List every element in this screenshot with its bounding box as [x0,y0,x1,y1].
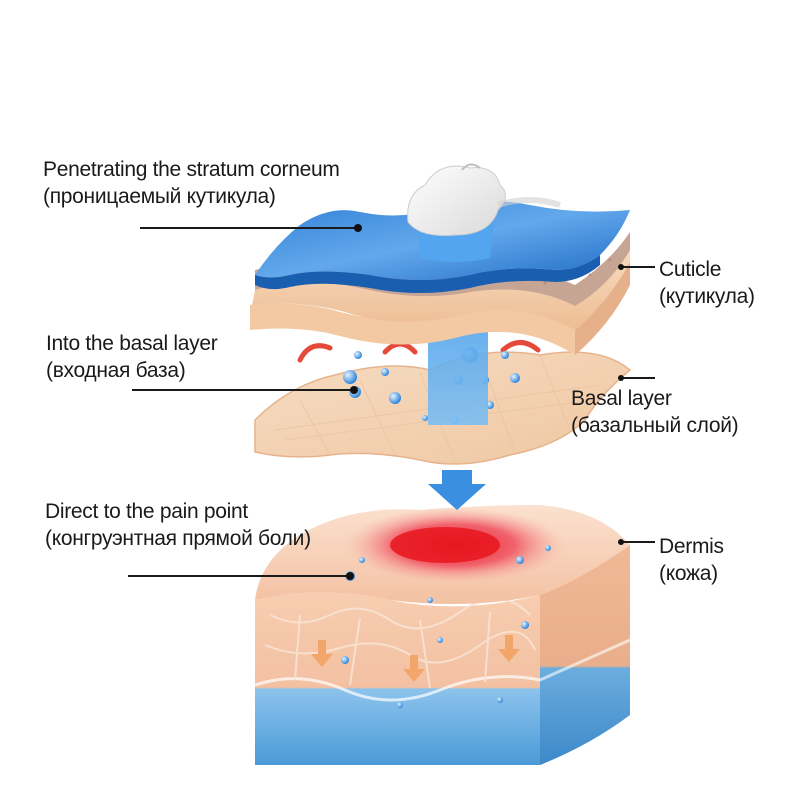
label-basal-layer: Basal layer (базальный слой) [571,385,739,439]
label-cuticle-en: Cuticle [659,258,722,281]
label-stratum-corneum: Penetrating the stratum corneum (проница… [43,156,340,210]
label-pain-en: Direct to the pain point [45,500,248,523]
label-stratum-en: Penetrating the stratum corneum [43,158,340,181]
label-into-basal-ru: (входная база) [46,359,186,382]
label-cuticle-ru: (кутикула) [659,285,755,308]
label-into-basal-en: Into the basal layer [46,332,218,355]
down-arrow-icon [428,470,486,510]
label-dermis-ru: (кожа) [659,562,718,585]
cream-drop [407,163,561,236]
label-basal-ru: (базальный слой) [571,414,739,437]
label-stratum-ru: (проницаемый кутикула) [43,185,276,208]
label-pain-ru: (конгруэнтная прямой боли) [45,527,311,550]
dermis-block [254,505,631,765]
cuticle-stack [250,201,630,355]
label-basal-en: Basal layer [571,387,672,410]
leader-lines [128,227,655,577]
label-cuticle: Cuticle (кутикула) [659,256,755,310]
label-dermis: Dermis (кожа) [659,533,724,587]
label-pain-point: Direct to the pain point (конгруэнтная п… [45,498,311,552]
label-into-basal: Into the basal layer (входная база) [46,330,218,384]
label-dermis-en: Dermis [659,535,724,558]
leader-dots [346,224,624,580]
